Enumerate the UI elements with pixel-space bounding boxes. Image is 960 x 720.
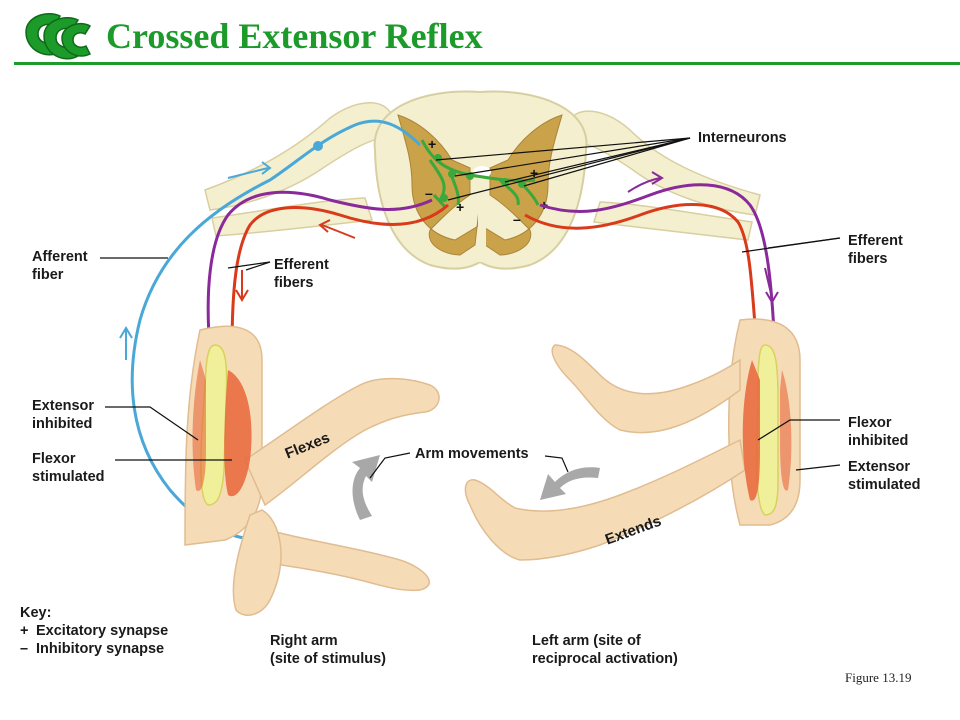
title-divider — [14, 62, 960, 65]
label-left-arm: Left arm (site of reciprocal activation) — [532, 633, 678, 667]
label-extensor-stimulated: Extensor stimulated — [848, 459, 921, 493]
svg-text:+: + — [530, 165, 538, 181]
spinal-nerve-roots — [204, 102, 761, 241]
svg-text:+: + — [456, 199, 464, 215]
efferent-fiber-red-left — [230, 203, 449, 430]
ecc-logo-icon — [25, 12, 92, 60]
leader-lines — [100, 137, 841, 479]
label-flexor-inhibited: Flexor inhibited — [848, 415, 909, 449]
svg-text:–: – — [425, 185, 433, 201]
label-arm-movements: Arm movements — [415, 446, 529, 462]
efferent-fiber-red-right — [524, 203, 767, 421]
label-efferent-fibers-right: Efferent fibers — [848, 233, 903, 267]
left-arm-illustration — [464, 318, 801, 561]
figure-reference: Figure 13.19 — [845, 670, 912, 685]
label-efferent-fibers-left: Efferent fibers — [274, 257, 329, 291]
label-extensor-inhibited: Extensor inhibited — [32, 398, 95, 432]
efferent-fiber-purple-right — [539, 183, 792, 421]
label-afferent-fiber: Afferent fiber — [32, 249, 88, 283]
label-right-arm: Right arm (site of stimulus) — [270, 633, 387, 667]
key-title: Key: — [20, 605, 52, 621]
afferent-fiber-path — [130, 119, 422, 542]
spinal-cord-section — [373, 90, 588, 270]
efferent-fiber-purple-left — [206, 190, 433, 421]
key-item-excitatory: +Excitatory synapse — [20, 623, 169, 639]
legend-key: Key: +Excitatory synapse –Inhibitory syn… — [20, 604, 168, 658]
afferent-ganglion — [313, 141, 323, 151]
label-flexor-stimulated: Flexor stimulated — [32, 451, 105, 485]
arm-movement-arrows — [352, 455, 600, 520]
svg-text:+: + — [428, 136, 436, 152]
right-arm-illustration — [184, 325, 440, 616]
header: Crossed Extensor Reflex — [0, 0, 960, 70]
label-interneurons: Interneurons — [698, 130, 787, 146]
svg-text:–: – — [513, 211, 521, 227]
key-item-inhibitory: –Inhibitory synapse — [20, 641, 165, 657]
page-title: Crossed Extensor Reflex — [106, 16, 483, 56]
